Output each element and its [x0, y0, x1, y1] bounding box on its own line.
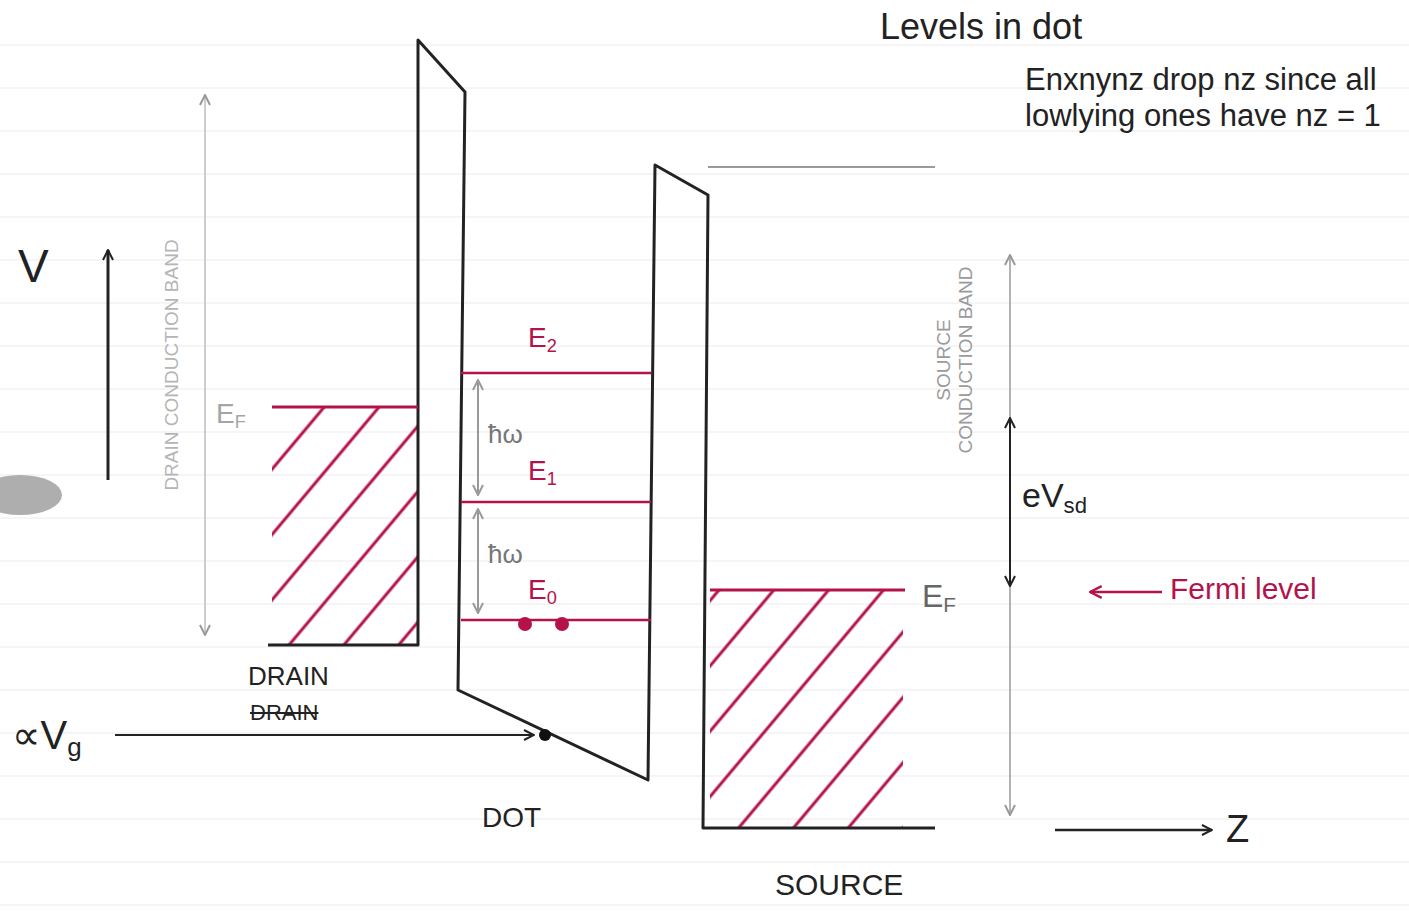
level-label: E0 [528, 574, 557, 608]
axis-label: V [18, 240, 49, 293]
gate-label: ∝Vg [12, 712, 82, 762]
level-label: E2 [528, 322, 557, 356]
ruled-line [0, 259, 1409, 260]
spacing-arrow [477, 380, 479, 495]
drain-fermi-level [272, 406, 418, 409]
region-label: DOT [482, 802, 541, 834]
spacing-arrow [477, 509, 479, 613]
energy-axis-arrow [107, 250, 110, 480]
gate-point [539, 729, 551, 741]
pointer-arrow [1090, 591, 1162, 594]
band-extent-arrow [1009, 255, 1011, 815]
source-fermi-level [710, 589, 905, 592]
level-label: E1 [528, 455, 557, 489]
fermi-level-note: Fermi level [1170, 572, 1317, 607]
dot-level [461, 501, 651, 504]
barrier-top-guide [708, 166, 935, 168]
band-extent-arrow [204, 95, 206, 635]
bias-label: eVsd [1022, 476, 1087, 518]
side-note: Enxnynz drop nz since all lowlying ones … [1025, 62, 1397, 133]
ruled-line [0, 904, 1409, 905]
region-label: SOURCE [775, 868, 903, 903]
electron [555, 617, 569, 631]
ruled-line [0, 345, 1409, 346]
fermi-label: EF [922, 578, 956, 617]
band-label: DRAIN CONDUCTION BAND [161, 239, 183, 490]
bias-arrow [1009, 418, 1011, 586]
spacing-label: ħω [488, 420, 523, 450]
region-label: DRAIN [248, 662, 329, 692]
ruled-line [0, 173, 1409, 174]
dot-level [461, 372, 651, 375]
drain-filled-states [272, 408, 418, 645]
ruled-line [0, 431, 1409, 432]
z-axis-arrow [1055, 829, 1212, 832]
ruled-line [0, 302, 1409, 303]
band-label: SOURCE CONDUCTION BAND [933, 260, 977, 460]
source-filled-states [710, 591, 903, 828]
conduction-band-profile [268, 40, 935, 828]
ruled-line [0, 861, 1409, 862]
ruled-line [0, 388, 1409, 389]
crossed-out-text: DRAIN [250, 700, 318, 725]
axis-label: Z [1226, 808, 1249, 852]
smudge [0, 475, 62, 515]
gate-arrow [115, 734, 534, 736]
fermi-label: EF [216, 398, 246, 432]
note-heading: Levels in dot [880, 6, 1082, 47]
spacing-label: ħω [488, 540, 523, 570]
electron [518, 617, 532, 631]
ruled-line [0, 216, 1409, 217]
ruled-line [0, 44, 1409, 45]
